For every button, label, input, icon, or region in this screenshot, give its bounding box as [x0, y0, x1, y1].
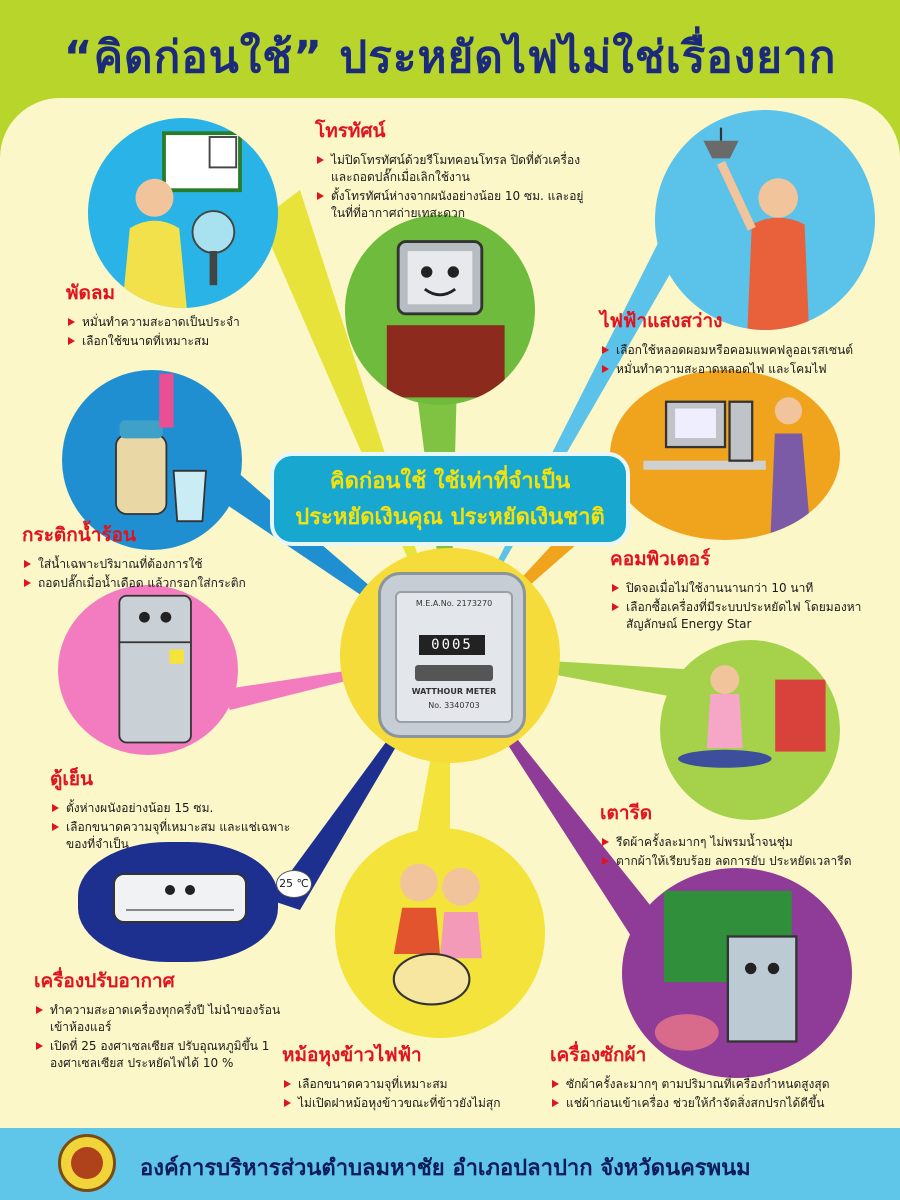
slogan-line-1: คิดก่อนใช้ ใช้เท่าที่จำเป็น	[329, 469, 571, 494]
fridge-point-2: เลือกขนาดความจุที่เหมาะสม และแช่เฉพาะของ…	[50, 819, 300, 853]
iron-tips: เตารีด รีดผ้าครั้งละมากๆ ไม่พรมน้ำจนชุ่ม…	[600, 798, 895, 872]
washer-point-2: แช่ผ้าก่อนเข้าเครื่อง ช่วยให้กำจัดสิ่งสก…	[550, 1095, 895, 1112]
computer-title: คอมพิวเตอร์	[610, 548, 711, 570]
fan-title: พัดลม	[66, 282, 116, 304]
organization-name: องค์การบริหารส่วนตำบลมหาชัย อำเภอปลาปาก …	[140, 1156, 751, 1181]
meter-disk	[415, 665, 493, 681]
fridge-tips: ตู้เย็น ตั้งห่างผนังอย่างน้อย 15 ซม. เลือ…	[50, 764, 300, 855]
fridge-point-1: ตั้งห่างผนังอย่างน้อย 15 ซม.	[50, 800, 300, 817]
slogan-box: คิดก่อนใช้ ใช้เท่าที่จำเป็น ประหยัดเงินค…	[270, 452, 630, 546]
man-cleaning-lamp-icon	[703, 127, 809, 330]
light-point-1: เลือกใช้หลอดผอมหรือคอมแพคฟลูออเรสเซนต์	[600, 342, 895, 359]
aircon-tips: เครื่องปรับอากาศ ทำความสะอาดเครื่องทุกคร…	[34, 966, 284, 1074]
computer-point-2: เลือกซื้อเครื่องที่มีระบบประหยัดไฟ โดยมอ…	[610, 599, 895, 633]
washer-tips: เครื่องซักผ้า ซักผ้าครั้งละมากๆ ตามปริมา…	[550, 1040, 895, 1114]
iron-illustration	[660, 640, 840, 820]
kettle-illustration	[62, 370, 242, 550]
tv-title: โทรทัศน์	[315, 120, 386, 142]
aircon-title: เครื่องปรับอากาศ	[34, 970, 175, 992]
air-conditioner-icon	[113, 873, 247, 923]
kettle-tips: กระติกน้ำร้อน ใส่น้ำเฉพาะปริมาณที่ต้องกา…	[22, 520, 312, 594]
fridge-illustration	[58, 585, 238, 755]
kettle-icon	[115, 373, 207, 523]
man-with-fan-icon	[122, 131, 242, 308]
computer-point-1: ปิดจอเมื่อไม่ใช้งานนานกว่า 10 นาที	[610, 580, 895, 597]
woman-ironing-icon	[678, 665, 826, 768]
temperature-badge: 25 ℃	[276, 870, 312, 898]
computer-tips: คอมพิวเตอร์ ปิดจอเมื่อไม่ใช้งานนานกว่า 1…	[610, 544, 895, 635]
iron-point-2: ตากผ้าให้เรียบร้อย ลดการยับ ประหยัดเวลาร…	[600, 853, 895, 870]
tv-illustration	[345, 215, 535, 405]
footer: องค์การบริหารส่วนตำบลมหาชัย อำเภอปลาปาก …	[0, 1128, 900, 1200]
kettle-point-1: ใส่น้ำเฉพาะปริมาณที่ต้องการใช้	[22, 556, 312, 573]
organization-seal-icon	[58, 1134, 116, 1192]
light-title: ไฟฟ้าแสงสว่าง	[600, 310, 723, 332]
meter-brand: M.E.A.No. 2173270	[415, 599, 493, 608]
fan-point-2: เลือกใช้ขนาดที่เหมาะสม	[66, 333, 296, 350]
washer-illustration	[622, 868, 852, 1078]
light-point-2: หมั่นทำความสะอาดหลอดไฟ และโคมไฟ	[600, 361, 895, 378]
rice-illustration	[335, 828, 545, 1038]
meter-serial: No. 3340703	[428, 701, 480, 710]
washer-title: เครื่องซักผ้า	[550, 1044, 647, 1066]
rice-tips: หม้อหุงข้าวไฟฟ้า เลือกขนาดความจุที่เหมาะ…	[282, 1040, 552, 1114]
kettle-point-2: ถอดปลั๊กเมื่อน้ำเดือด แล้วกรอกใส่กระติก	[22, 575, 312, 592]
light-tips: ไฟฟ้าแสงสว่าง เลือกใช้หลอดผอมหรือคอมแพคฟ…	[600, 306, 895, 380]
meter-reading: 0005	[419, 635, 485, 655]
washing-machine-icon	[654, 890, 798, 1051]
iron-point-1: รีดผ้าครั้งละมากๆ ไม่พรมน้ำจนชุ่ม	[600, 834, 895, 851]
couple-rice-cooker-icon	[392, 863, 482, 1006]
fan-tips: พัดลม หมั่นทำความสะอาดเป็นประจำเลือกใช้ข…	[66, 278, 296, 352]
rice-title: หม้อหุงข้าวไฟฟ้า	[282, 1044, 422, 1066]
kettle-title: กระติกน้ำร้อน	[22, 524, 137, 546]
meter-glass: M.E.A.No. 2173270 0005 WATTHOUR METER No…	[395, 591, 513, 723]
tv-tips: โทรทัศน์ ไม่ปิดโทรทัศน์ด้วยรีโมทคอนโทรล …	[315, 116, 595, 224]
fan-illustration	[88, 118, 278, 308]
tv-icon	[386, 240, 505, 398]
page-title: “คิดก่อนใช้” ประหยัดไฟไม่ใช่เรื่องยาก	[63, 32, 837, 83]
slogan-line-2: ประหยัดเงินคุณ ประหยัดเงินชาติ	[295, 505, 605, 530]
meter-label: WATTHOUR METER	[411, 687, 497, 696]
rice-point-2: ไม่เปิดฝาหม้อหุงข้าวขณะที่ข้าวยังไม่สุก	[282, 1095, 552, 1112]
tv-point-1: ไม่ปิดโทรทัศน์ด้วยรีโมทคอนโทรล ปิดที่ตัว…	[315, 152, 595, 186]
aircon-point-1: ทำความสะอาดเครื่องทุกครึ่งปี ไม่นำของร้อ…	[34, 1002, 284, 1036]
washer-point-1: ซักผ้าครั้งละมากๆ ตามปริมาณที่เครื่องกำห…	[550, 1076, 895, 1093]
fan-point-1: หมั่นทำความสะอาดเป็นประจำ	[66, 314, 296, 331]
tv-point-2: ตั้งโทรทัศน์ห่างจากผนังอย่างน้อย 10 ซม. …	[315, 188, 595, 222]
aircon-point-2: เปิดที่ 25 องศาเซลเซียส ปรับอุณหภูมิขึ้น…	[34, 1038, 284, 1072]
fridge-icon	[118, 594, 192, 744]
iron-title: เตารีด	[600, 802, 653, 824]
computer-icon	[643, 397, 812, 540]
electric-meter: M.E.A.No. 2173270 0005 WATTHOUR METER No…	[378, 572, 526, 738]
computer-illustration	[610, 370, 840, 540]
fridge-title: ตู้เย็น	[50, 768, 93, 790]
light-illustration	[655, 110, 875, 330]
rice-point-1: เลือกขนาดความจุที่เหมาะสม	[282, 1076, 552, 1093]
aircon-illustration	[78, 842, 278, 962]
